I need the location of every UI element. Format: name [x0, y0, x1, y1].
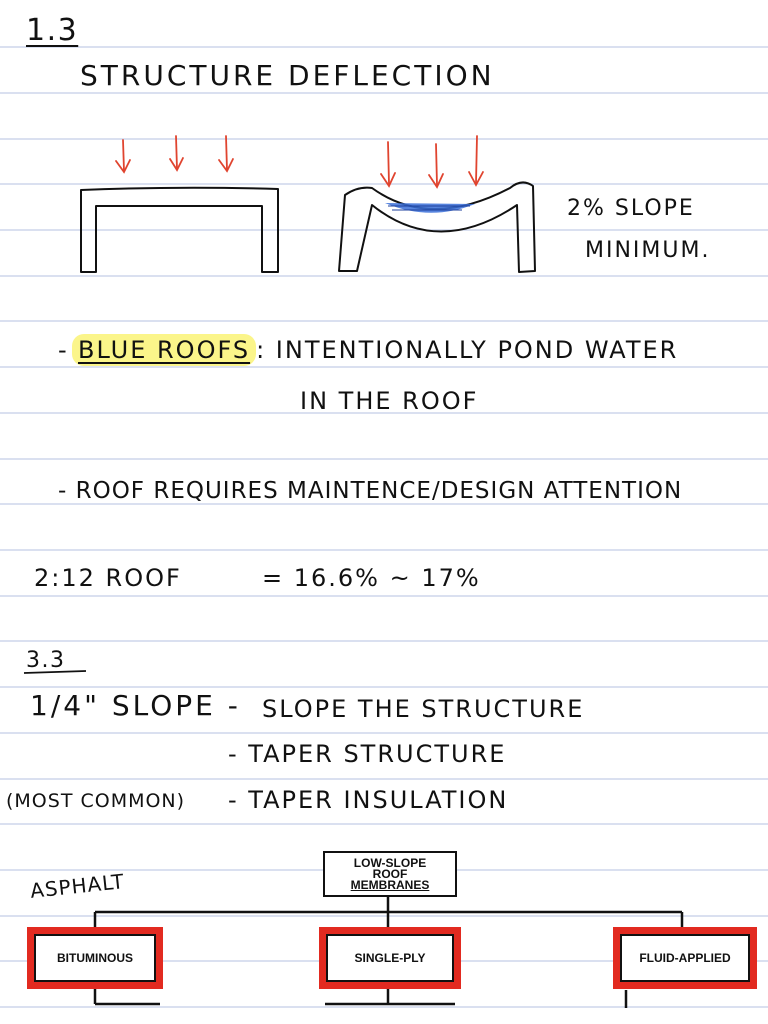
slope-note-minimum: MINIMUM. — [585, 238, 711, 263]
page-title: STRUCTURE DEFLECTION — [80, 59, 495, 92]
ratio-left: 2:12 ROOF — [34, 564, 182, 592]
diagram-root-box: LOW-SLOPE ROOF MEMBRANES — [323, 851, 457, 897]
ponding-water — [385, 203, 475, 213]
slope-option-2: - TAPER STRUCTURE — [228, 740, 507, 768]
slope-note: 2% SLOPE — [567, 196, 695, 221]
blue-roofs-line: BLUE ROOFS: INTENTIONALLY POND WATER — [72, 334, 679, 366]
category-bituminous: BITUMINOUS — [27, 927, 163, 989]
straight-frame-sketch — [80, 186, 279, 273]
slope-option-3: - TAPER INSULATION — [228, 786, 509, 814]
category-single-ply: SINGLE-PLY — [319, 927, 461, 989]
section-number: 1.3 — [26, 13, 79, 48]
down-arrow-icon — [115, 135, 234, 174]
deflected-frame-sketch — [338, 181, 536, 273]
diagram-root-line-3: MEMBRANES — [350, 877, 430, 892]
diagram-root-line-2: ROOF — [372, 866, 408, 881]
blue-roofs-label: BLUE ROOFS — [72, 334, 257, 366]
blue-roofs-text: : INTENTIONALLY POND WATER — [256, 336, 679, 364]
category-fluid-applied: FLUID-APPLIED — [613, 927, 757, 989]
bullet-dash: - — [58, 336, 69, 364]
diagram-root-line-1: LOW-SLOPE — [353, 855, 427, 870]
section-number-2: 3.3 — [26, 648, 66, 673]
roof-requires-note: - ROOF REQUIRES MAINTENCE/DESIGN ATTENTI… — [58, 478, 683, 504]
down-arrow-icon — [380, 135, 484, 189]
blue-roofs-text-2: IN THE ROOF — [300, 387, 479, 415]
slope-heading: 1/4" SLOPE - — [30, 689, 241, 722]
diagram-connectors — [93, 895, 684, 1008]
most-common-note: (MOST COMMON) — [6, 790, 186, 812]
slope-option-1: SLOPE THE STRUCTURE — [262, 695, 585, 723]
ratio-right: = 16.6% ~ 17% — [262, 564, 481, 592]
section-underline — [23, 670, 87, 674]
